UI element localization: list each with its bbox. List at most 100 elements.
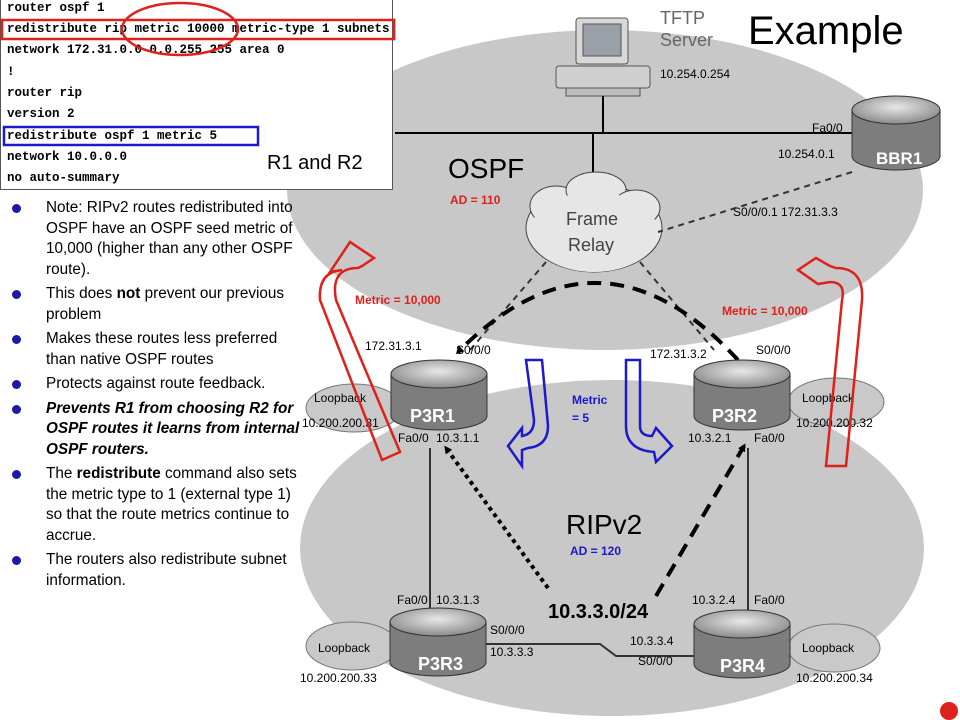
p3r2-serial-ip: 172.31.3.2 — [650, 347, 707, 361]
p3r3-fa-ip: 10.3.1.3 — [436, 593, 480, 607]
config-line: version 2 — [7, 107, 75, 121]
ospf-ad: AD = 110 — [450, 193, 501, 207]
dashed-arrow-to-p3r2 — [654, 443, 746, 598]
note-text: command also sets the metric type to 1 (… — [46, 465, 297, 544]
red-arrow-right — [795, 256, 864, 468]
blue-arrow-right — [624, 358, 674, 465]
p3r4-fa-ip: 10.3.2.4 — [692, 593, 736, 607]
p3r2-loopback: Loopback — [802, 391, 855, 405]
blue-arrow-left — [506, 358, 550, 470]
p3r4-s-int: S0/0/0 — [638, 654, 673, 668]
p3r4-fa: Fa0/0 — [754, 593, 785, 607]
frame-relay-cloud-icon — [525, 171, 663, 273]
p3r1-fa: Fa0/0 — [398, 431, 429, 445]
p3r4-loopback: Loopback — [802, 641, 855, 655]
config-line: redistribute ospf 1 metric 5 — [7, 129, 218, 143]
metric-right: Metric = 10,000 — [722, 304, 808, 318]
note-item: The redistribute command also sets the m… — [10, 464, 300, 546]
p3r2-fa: Fa0/0 — [754, 431, 785, 445]
bullet-icon — [12, 556, 21, 565]
red-dot-icon — [940, 702, 958, 720]
config-line: network 10.0.0.0 — [7, 150, 128, 164]
bullet-icon — [12, 380, 21, 389]
bullet-icon — [12, 290, 21, 299]
bbr1-int: Fa0/0 — [812, 121, 843, 135]
note-text: This does — [46, 285, 117, 302]
bbr1-fr-link — [657, 171, 853, 233]
note-item: Note: RIPv2 routes redistributed into OS… — [10, 198, 300, 280]
note-item: Protects against route feedback. — [10, 374, 300, 395]
bbr1-router-icon — [851, 95, 941, 171]
p3r4-router-icon — [693, 609, 881, 679]
p3r1-fa-ip: 10.3.1.1 — [436, 431, 480, 445]
p3r2-lo-ip: 10.200.200.32 — [796, 416, 873, 430]
note-text: The — [46, 465, 77, 482]
frame-relay-label-2: Relay — [568, 235, 614, 255]
p3r2-router-icon — [693, 359, 885, 431]
note-text: prevent our previous problem — [46, 285, 285, 323]
p3r3-s-ip: 10.3.3.3 — [490, 645, 534, 659]
note-bold: redistribute — [76, 465, 161, 482]
config-label: R1 and R2 — [267, 152, 363, 174]
config-highlight-red-box — [0, 18, 396, 41]
bbr1-serial: S0/0/0.1 172.31.3.3 — [733, 205, 838, 219]
note-text: Makes these routes less preferred than n… — [46, 330, 278, 368]
ripv2-label: RIPv2 — [566, 509, 642, 540]
p3r1-name: P3R1 — [410, 406, 455, 426]
bullet-icon — [12, 470, 21, 479]
dotted-arrow-to-p3r1 — [444, 445, 550, 590]
bullet-icon — [12, 404, 21, 414]
subnet-label: 10.3.3.0/24 — [548, 601, 649, 623]
p3r3-router-icon — [305, 607, 487, 677]
p3r4-name: P3R4 — [720, 656, 765, 676]
tftp-ip: 10.254.0.254 — [660, 67, 730, 81]
p3r3-p3r4-serial — [486, 643, 694, 657]
config-line: redistribute rip metric 10000 metric-typ… — [7, 22, 390, 36]
config-highlight-blue-box — [2, 125, 260, 147]
bullet-icon — [12, 335, 21, 344]
note-item: Prevents R1 from choosing R2 for OSPF ro… — [10, 399, 300, 461]
bbr1-name: BBR1 — [876, 149, 922, 168]
slide-title: Example — [748, 9, 904, 53]
metric-left: Metric = 10,000 — [355, 293, 441, 307]
fr-p3r1-link — [469, 261, 547, 351]
p3r4-lo-ip: 10.200.200.34 — [796, 671, 873, 685]
note-text: Prevents R1 from choosing R2 for OSPF ro… — [46, 399, 300, 458]
config-line: router ospf 1 — [7, 1, 105, 15]
note-bold: not — [116, 285, 141, 302]
config-highlights — [0, 1, 396, 147]
rip-ad: AD = 120 — [570, 544, 621, 558]
tftp-title-2: Server — [660, 30, 713, 50]
note-item: This does not prevent our previous probl… — [10, 284, 300, 325]
p3r2-fa-ip: 10.3.2.1 — [688, 431, 732, 445]
note-item: Makes these routes less preferred than n… — [10, 329, 300, 370]
ospf-label: OSPF — [448, 153, 524, 184]
note-item: The routers also redistribute subnet inf… — [10, 550, 300, 591]
p3r4-s-ip: 10.3.3.4 — [630, 634, 674, 648]
p3r1-loopback: Loopback — [314, 391, 367, 405]
p3r3-fa: Fa0/0 — [397, 593, 428, 607]
red-arrow-left — [318, 240, 402, 462]
p3r1-serial-ip: 172.31.3.1 — [365, 339, 422, 353]
p3r1-router-icon — [305, 359, 488, 433]
p3r3-loopback: Loopback — [318, 641, 371, 655]
route-arrow-p3r2-to-p3r1 — [455, 281, 740, 362]
frame-relay-label-1: Frame — [566, 209, 618, 229]
p3r3-lo-ip: 10.200.200.33 — [300, 671, 377, 685]
metric5-label-2: = 5 — [572, 411, 589, 425]
tftp-server-icon — [555, 17, 651, 97]
p3r2-name: P3R2 — [712, 406, 757, 426]
note-text: Note: RIPv2 routes redistributed into OS… — [46, 199, 293, 278]
config-box: router ospf 1 redistribute rip metric 10… — [0, 0, 393, 190]
bbr1-ip: 10.254.0.1 — [778, 147, 835, 161]
p3r1-serial-int: S0/0/0 — [456, 343, 491, 357]
p3r3-s-int: S0/0/0 — [490, 623, 525, 637]
note-text: The routers also redistribute subnet inf… — [46, 551, 287, 589]
metric5-label-1: Metric — [572, 393, 608, 407]
bullet-icon — [12, 204, 21, 213]
p3r2-serial-int: S0/0/0 — [756, 343, 791, 357]
config-line: no auto-summary — [7, 171, 120, 185]
tftp-title-1: TFTP — [660, 8, 705, 28]
p3r1-lo-ip: 10.200.200.31 — [302, 416, 379, 430]
